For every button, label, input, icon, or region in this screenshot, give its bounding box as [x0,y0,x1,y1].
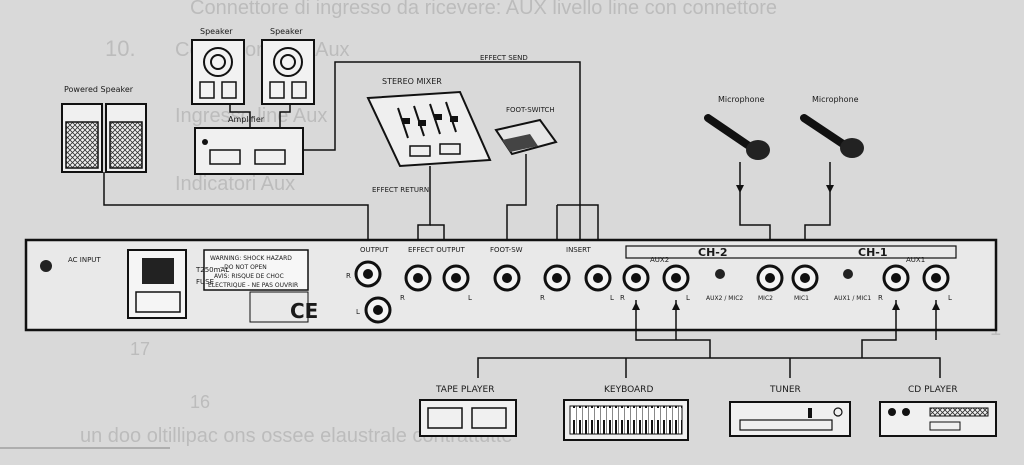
tape-player [419,399,517,437]
aux2-label: AUX2 [650,256,669,264]
aux1-r-label: R [878,294,883,302]
tuner-label: TUNER [769,385,801,395]
ghost-line-5: Indicatori Aux [175,173,295,195]
mic1-jack[interactable] [791,264,819,292]
bottom-cables [477,300,941,378]
microphone-1-label: Microphone [812,95,859,104]
effect-output-label: EFFECT OUTPUT [408,246,466,254]
effect-output-jacks[interactable] [404,264,470,292]
effect-output-l-label: L [468,294,472,302]
warning-line-3: AVIS: RISQUE DE CHOC [214,273,284,280]
tuner [729,401,851,437]
aux2-mic2-switch[interactable] [715,269,725,279]
foot-sw-label: FOOT-SW [490,246,523,254]
aux2-l-label: L [686,294,690,302]
bottom-arrows [632,302,940,310]
fuse-rating-label: T250mAL [195,266,229,274]
effect-return-label: EFFECT RETURN [372,186,429,194]
cd-player-label: CD PLAYER [908,385,958,395]
foot-switch-jack[interactable] [493,264,521,292]
ghost-num-bottom: 16 [190,392,210,412]
mic2-jack[interactable] [756,264,784,292]
ac-input-label: AC INPUT [68,256,101,264]
ghost-line-6: un doo oltillipac ons ossee elaustrale c… [80,425,513,447]
speaker-right [261,39,315,105]
stereo-mixer-label: STEREO MIXER [382,77,442,86]
output-l-label: L [356,308,360,316]
cd-player [879,401,997,437]
speaker-left [191,39,245,105]
mic2-label: MIC2 [758,295,773,302]
aux2-mic2-label: AUX2 / MIC2 [706,295,743,302]
ghost-line-1: Connettore di ingresso da ricevere: AUX … [190,0,777,19]
insert-r-label: R [540,294,545,302]
powered-speaker-label: Powered Speaker [64,85,134,94]
warning-line-1: WARNING: SHOCK HAZARD [210,255,292,262]
background-bleed-text: Connettore di ingresso da ricevere: AUX … [0,0,1001,449]
speaker-right-label: Speaker [270,27,303,36]
insert-l-label: L [610,294,614,302]
keyboard-label: KEYBOARD [604,385,653,395]
ghost-line-4: Ingresso line Aux [175,105,327,127]
aux1-jacks[interactable] [882,264,950,292]
mic1-label: MIC1 [794,295,809,302]
keyboard [563,399,689,441]
ch2-label: CH-2 [698,246,728,259]
tape-player-label: TAPE PLAYER [435,385,494,395]
insert-label: INSERT [566,246,592,254]
ch1-label: CH-1 [858,246,888,259]
ghost-line-2: 10. [105,36,136,61]
insert-jacks[interactable] [543,264,612,292]
foot-switch-label: FOOT-SWITCH [506,106,555,114]
top-cables [103,61,831,258]
stereo-mixer [366,90,492,168]
warning-line-2: - DO NOT OPEN [220,264,267,271]
aux2-jacks[interactable] [622,264,690,292]
aux2-r-label: R [620,294,625,302]
output-r-label: R [346,272,351,280]
speaker-left-label: Speaker [200,27,233,36]
effect-send-label: EFFECT SEND [480,54,528,62]
warning-line-4: ELECTRIQUE - NE PAS OUVRIR [208,282,298,289]
aux1-mic1-switch[interactable] [843,269,853,279]
amplifier-label: Amplifier [228,115,265,124]
microphone-2-label: Microphone [718,95,765,104]
ce-mark: CE [290,299,318,323]
aux1-l-label: L [948,294,952,302]
microphone-2 [704,114,770,160]
fuse-label: FUSE [196,278,214,286]
ghost-num-left: 17 [130,339,150,359]
output-jacks[interactable] [354,260,392,324]
foot-switch [494,118,558,156]
output-label: OUTPUT [360,246,389,254]
amplifier [194,127,304,175]
powered-speaker [61,103,147,173]
microphone-1 [800,114,864,158]
effect-output-r-label: R [400,294,405,302]
aux1-label: AUX1 [906,256,925,264]
aux1-mic1-label: AUX1 / MIC1 [834,295,871,302]
